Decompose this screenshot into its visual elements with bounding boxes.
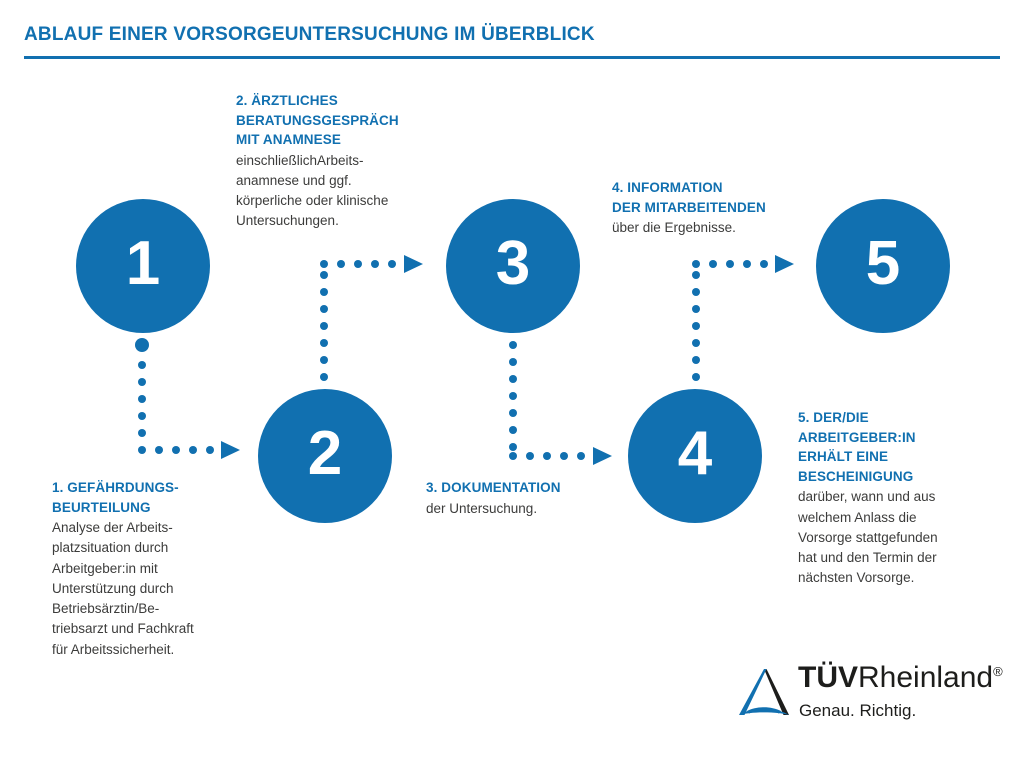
step-body-3: der Untersuchung. <box>426 500 538 516</box>
step-circle-1[interactable]: 1 <box>76 199 210 333</box>
tuv-triangle-icon <box>739 669 789 715</box>
step-text-2: 2. ÄRZTLICHES BERATUNGSGESPRÄCH MIT ANAM… <box>236 91 451 232</box>
connector-1-to-2 <box>135 338 240 459</box>
step-body-5: darüber, wann und aus welchem Anlass die… <box>798 489 938 586</box>
step-body-1: Analyse der Arbeits- platzsituation durc… <box>52 520 194 657</box>
logo-claim: Genau. Richtig. <box>799 701 917 720</box>
logo-wordmark: TÜVRheinland® <box>798 663 1003 693</box>
step-text-3: 3. DOKUMENTATION der Untersuchung. <box>426 478 626 519</box>
step-circle-3[interactable]: 3 <box>446 199 580 333</box>
page-title: ABLAUF EINER VORSORGEUNTERSUCHUNG IM ÜBE… <box>24 24 595 45</box>
step-text-4: 4. INFORMATION DER MITARBEITENDEN über d… <box>612 178 832 238</box>
step-text-5: 5. DER/DIE ARBEITGEBER:IN ERHÄLT EINE BE… <box>798 408 998 589</box>
step-number-1: 1 <box>125 229 161 298</box>
step-number-5: 5 <box>865 229 901 298</box>
step-heading-3: 3. DOKUMENTATION <box>426 480 561 495</box>
step-heading-5: 5. DER/DIE ARBEITGEBER:IN ERHÄLT EINE BE… <box>798 410 916 484</box>
tuv-rheinland-logo: TÜVRheinland® Genau. Richtig. <box>735 663 1003 731</box>
step-number-3: 3 <box>495 229 531 298</box>
step-text-1: 1. GEFÄHRDUNGS- BEURTEILUNG Analyse der … <box>52 478 252 660</box>
step-number-2: 2 <box>307 419 343 488</box>
step-number-4: 4 <box>677 419 713 488</box>
connector-2-to-3 <box>320 255 423 381</box>
logo-brand-bold: TÜV <box>798 661 858 694</box>
step-heading-2: 2. ÄRZTLICHES BERATUNGSGESPRÄCH MIT ANAM… <box>236 93 399 148</box>
step-body-4: über die Ergebnisse. <box>612 220 736 236</box>
step-circle-5[interactable]: 5 <box>816 199 950 333</box>
connector-4-to-5 <box>692 255 794 381</box>
logo-brand-light: Rheinland <box>858 661 994 694</box>
step-circle-2[interactable]: 2 <box>258 389 392 523</box>
header-divider <box>24 56 1000 59</box>
step-body-2: einschließlichArbeits- anamnese und ggf.… <box>236 152 389 229</box>
step-heading-4: 4. INFORMATION DER MITARBEITENDEN <box>612 180 766 215</box>
step-circle-4[interactable]: 4 <box>628 389 762 523</box>
step-heading-1: 1. GEFÄHRDUNGS- BEURTEILUNG <box>52 480 179 515</box>
registered-trademark-icon: ® <box>993 664 1003 679</box>
connector-3-to-4 <box>509 341 612 465</box>
